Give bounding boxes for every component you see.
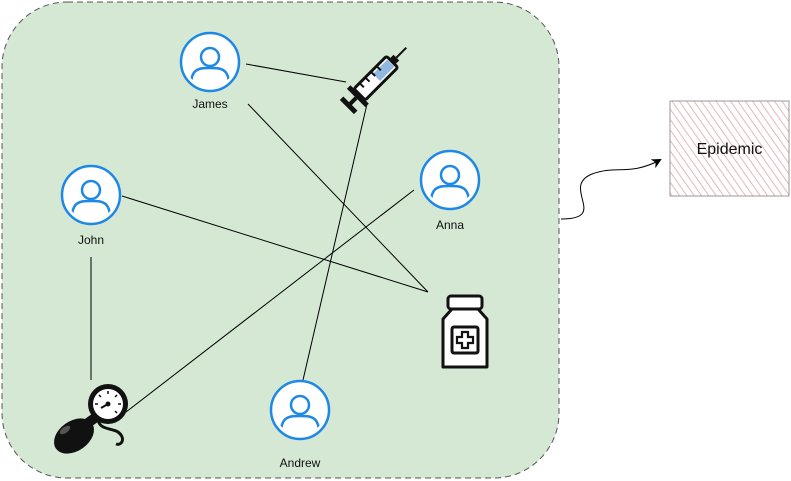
person-james[interactable]: James (179, 31, 241, 111)
epidemic-label: Epidemic (697, 141, 763, 158)
person-icon (179, 31, 241, 93)
person-icon (269, 379, 331, 441)
person-john[interactable]: John (60, 164, 122, 247)
person-label-anna: Anna (436, 218, 464, 232)
medicine-bottle-icon[interactable] (441, 294, 489, 369)
person-label-andrew: Andrew (280, 456, 321, 470)
syringe-icon[interactable] (338, 39, 416, 117)
edge-james-syringe (245, 63, 347, 83)
person-icon (419, 149, 481, 211)
blood-pressure-monitor-icon[interactable] (47, 384, 128, 461)
person-label-james: James (192, 97, 227, 111)
person-anna[interactable]: Anna (419, 149, 481, 232)
person-label-john: John (78, 233, 104, 247)
person-andrew[interactable]: Andrew (269, 379, 331, 470)
edge-james-medicine (247, 103, 429, 293)
edge-group-epidemic (560, 159, 662, 220)
group-container (1, 1, 560, 479)
person-icon (60, 164, 122, 226)
connections (90, 63, 429, 413)
epidemic-box[interactable]: Epidemic (669, 100, 790, 197)
edge-anna-bp (125, 189, 415, 413)
edge-john-medicine (121, 195, 429, 293)
edge-andrew-syringe (302, 103, 368, 381)
